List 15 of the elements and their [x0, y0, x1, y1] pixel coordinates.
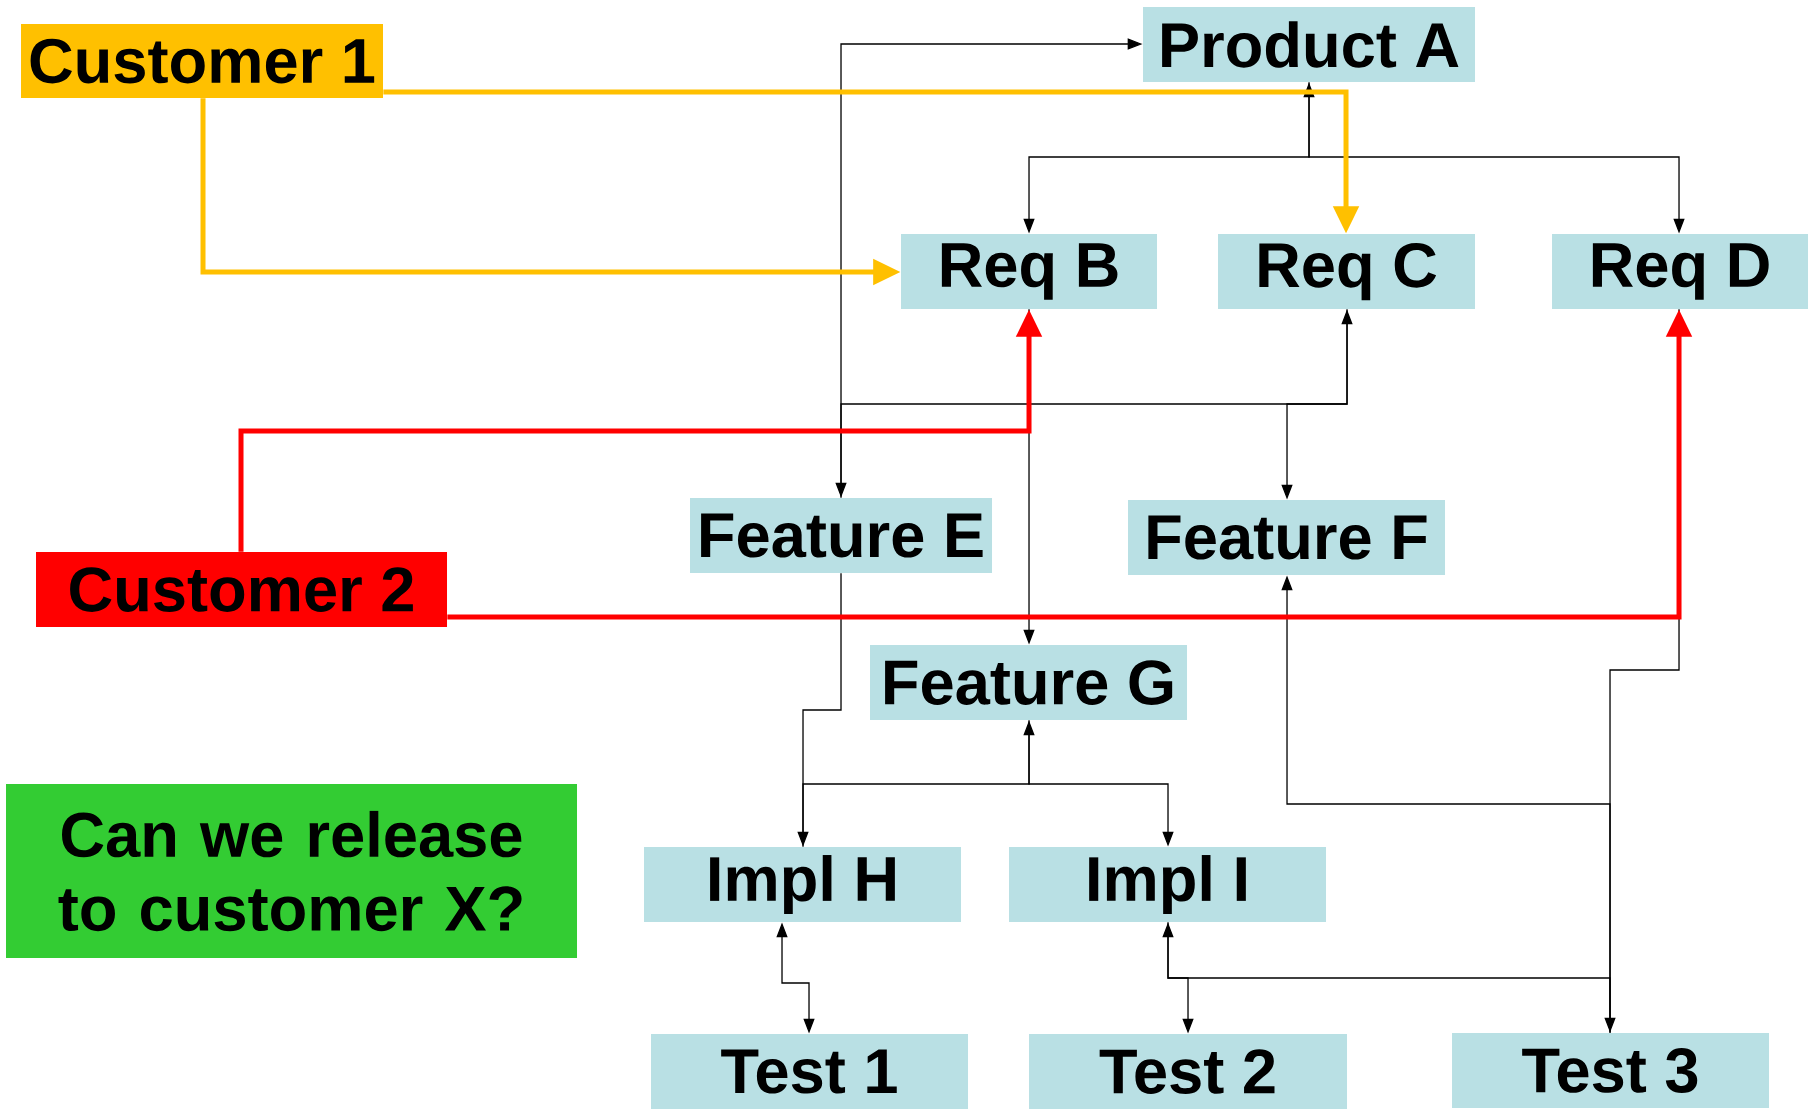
requirement-box: Req B: [901, 234, 1157, 309]
customer-box: Customer 1: [21, 24, 383, 98]
customer-box: Customer 2: [36, 552, 447, 627]
feature-box: Feature E: [690, 498, 992, 573]
implementation-box: Impl I: [1009, 847, 1326, 922]
implementation-box: Impl H: [644, 847, 961, 922]
test-box: Test 3: [1452, 1033, 1769, 1108]
feature-box: Feature G: [870, 645, 1187, 720]
feature-box: Feature F: [1128, 500, 1445, 575]
requirement-box: Req D: [1552, 234, 1808, 309]
test-box: Test 2: [1029, 1034, 1347, 1109]
test-box: Test 1: [651, 1034, 968, 1109]
question-box: Can we release to customer X?: [6, 784, 577, 958]
requirement-box: Req C: [1218, 234, 1475, 309]
product-box: Product A: [1143, 7, 1475, 82]
